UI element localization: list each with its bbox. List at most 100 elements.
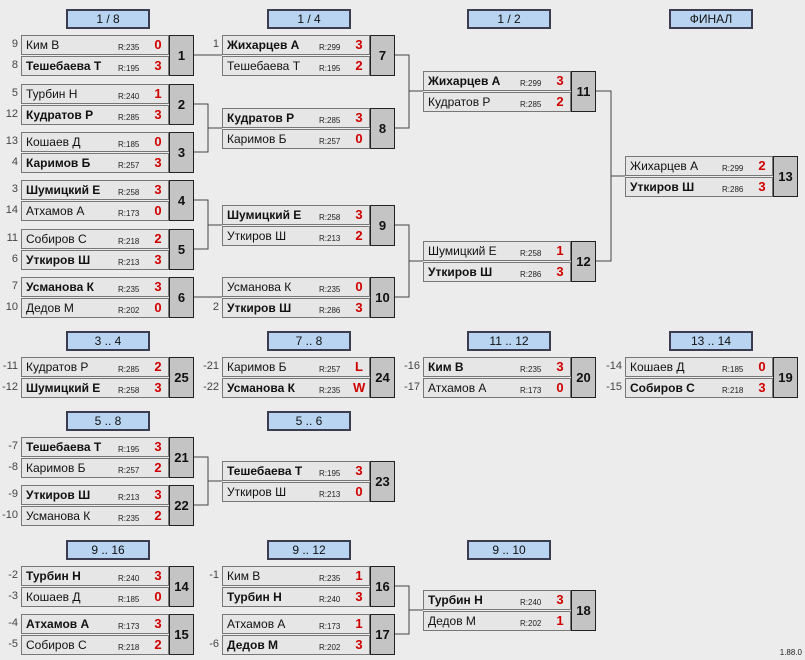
- seed-number: 6: [11, 253, 18, 265]
- match-number[interactable]: 17: [370, 614, 395, 655]
- match-number[interactable]: 7: [370, 35, 395, 76]
- player-rating: R:257: [319, 137, 341, 146]
- match-number[interactable]: 18: [571, 590, 596, 631]
- match-number[interactable]: 23: [370, 461, 395, 502]
- player-score: 3: [154, 182, 162, 197]
- match-number[interactable]: 8: [370, 108, 395, 149]
- match-number[interactable]: 19: [773, 357, 798, 398]
- match-number[interactable]: 22: [169, 485, 194, 526]
- match-number[interactable]: 2: [169, 84, 194, 125]
- match-number[interactable]: 5: [169, 229, 194, 270]
- player-rating: R:299: [722, 164, 744, 173]
- match-number[interactable]: 21: [169, 437, 194, 478]
- player-rating: R:240: [520, 598, 542, 607]
- connector-16-18: [395, 585, 423, 611]
- match-number[interactable]: 25: [169, 357, 194, 398]
- match-number[interactable]: 15: [169, 614, 194, 655]
- player-rating: R:285: [118, 365, 140, 374]
- player-rating: R:213: [118, 493, 140, 502]
- match-number[interactable]: 10: [370, 277, 395, 318]
- player-name: Дедов М: [227, 638, 279, 652]
- match-number[interactable]: 16: [370, 566, 395, 607]
- match-number[interactable]: 12: [571, 241, 596, 282]
- player-rating: R:235: [319, 386, 341, 395]
- seed-number: -2: [8, 569, 18, 581]
- match-number[interactable]: 3: [169, 132, 194, 173]
- match-number[interactable]: 1: [169, 35, 194, 76]
- match-number[interactable]: 14: [169, 566, 194, 607]
- match-number[interactable]: 4: [169, 180, 194, 221]
- player-rating: R:235: [319, 574, 341, 583]
- player-name: Усманова К: [227, 381, 295, 395]
- match-number[interactable]: 9: [370, 205, 395, 246]
- player-rating: R:195: [319, 64, 341, 73]
- match-number[interactable]: 13: [773, 156, 798, 197]
- player-score: 3: [154, 487, 162, 502]
- player-name: Усманова К: [26, 280, 94, 294]
- player-name: Атхамов А: [227, 617, 286, 631]
- player-score: 3: [355, 207, 363, 222]
- seed-number: 8: [11, 59, 18, 71]
- player-rating: R:257: [118, 466, 140, 475]
- match-number[interactable]: 6: [169, 277, 194, 318]
- match-number[interactable]: 11: [571, 71, 596, 112]
- match-number[interactable]: 20: [571, 357, 596, 398]
- player-rating: R:173: [118, 209, 140, 218]
- player-name: Атхамов А: [26, 204, 85, 218]
- player-name: Кудратов Р: [227, 111, 295, 125]
- player-rating: R:185: [722, 365, 744, 374]
- match-number[interactable]: 24: [370, 357, 395, 398]
- player-score: 3: [154, 568, 162, 583]
